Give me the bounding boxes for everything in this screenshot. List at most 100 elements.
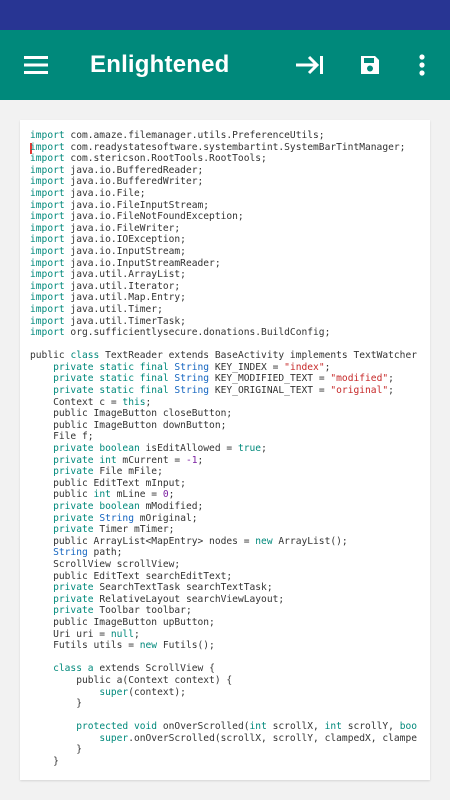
code-token: java.util.ArrayList; bbox=[64, 269, 186, 281]
code-token: class bbox=[70, 350, 100, 362]
code-line: import java.util.Map.Entry; bbox=[30, 292, 430, 304]
code-token: null bbox=[110, 628, 134, 640]
code-token: ; bbox=[168, 489, 175, 501]
hamburger-menu-icon[interactable] bbox=[14, 43, 58, 87]
code-line: private RelativeLayout searchViewLayout; bbox=[30, 594, 430, 606]
code-token: private static final bbox=[53, 361, 169, 373]
code-token: import bbox=[30, 176, 65, 188]
code-token: public ArrayList<MapEntry> nodes = bbox=[30, 535, 256, 547]
code-token: "modified" bbox=[330, 373, 389, 385]
code-line: public ArrayList<MapEntry> nodes = new A… bbox=[30, 536, 430, 548]
code-token: mCurrent = bbox=[116, 454, 186, 466]
code-token: ; bbox=[133, 628, 140, 640]
code-token: (context); bbox=[128, 686, 186, 698]
more-vert-icon[interactable] bbox=[400, 43, 444, 87]
code-token: extends ScrollView { bbox=[93, 663, 215, 675]
code-token: public ImageButton closeButton; bbox=[30, 408, 233, 420]
code-token: java.io.BufferedReader; bbox=[64, 164, 204, 176]
code-token: ; bbox=[324, 361, 331, 373]
code-line: public ImageButton closeButton; bbox=[30, 408, 430, 420]
code-line: import java.io.FileWriter; bbox=[30, 223, 430, 235]
code-line: File f; bbox=[30, 431, 430, 443]
code-line bbox=[30, 652, 430, 664]
code-line: public EditText mInput; bbox=[30, 478, 430, 490]
code-token: String bbox=[174, 385, 210, 397]
code-token: 0 bbox=[162, 489, 169, 501]
code-token: RelativeLayout searchViewLayout; bbox=[93, 593, 285, 605]
code-token: java.io.BufferedWriter; bbox=[64, 176, 204, 188]
code-token: public ImageButton downButton; bbox=[30, 419, 227, 431]
code-line: import com.readystatesoftware.systembart… bbox=[30, 142, 430, 154]
code-line: Futils utils = new Futils(); bbox=[30, 640, 430, 652]
code-line bbox=[30, 339, 430, 351]
code-content[interactable]: import com.amaze.filemanager.utils.Prefe… bbox=[30, 130, 430, 768]
code-token: import bbox=[30, 269, 65, 281]
code-line: public class TextReader extends BaseActi… bbox=[30, 350, 430, 362]
code-line: public ImageButton downButton; bbox=[30, 420, 430, 432]
text-editor[interactable]: import com.amaze.filemanager.utils.Prefe… bbox=[20, 120, 430, 780]
code-token: com.stericson.RootTools.RootTools; bbox=[64, 153, 267, 165]
code-line: import java.util.Iterator; bbox=[30, 281, 430, 293]
code-line: private int mCurrent = -1; bbox=[30, 455, 430, 467]
code-line: import java.io.InputStream; bbox=[30, 246, 430, 258]
code-token: org.sufficientlysecure.donations.BuildCo… bbox=[64, 327, 331, 339]
code-token: import bbox=[30, 292, 65, 304]
code-token: private bbox=[53, 524, 94, 536]
code-token: int bbox=[93, 489, 111, 501]
code-token: Futils(); bbox=[157, 640, 215, 652]
code-token: java.io.FileWriter; bbox=[64, 222, 181, 234]
code-token: Futils utils = bbox=[30, 640, 140, 652]
code-line: import java.io.FileNotFoundException; bbox=[30, 211, 430, 223]
code-token: java.io.File; bbox=[64, 187, 146, 199]
code-token: public a(Context context) { bbox=[30, 674, 233, 686]
code-token: String bbox=[174, 373, 210, 385]
code-token: import bbox=[30, 211, 65, 223]
code-line: import org.sufficientlysecure.donations.… bbox=[30, 327, 430, 339]
code-token: ; bbox=[197, 454, 204, 466]
code-token: Toolbar toolbar; bbox=[93, 605, 192, 617]
code-token bbox=[30, 455, 53, 466]
tab-icon[interactable] bbox=[288, 43, 332, 87]
code-token: File mFile; bbox=[93, 466, 163, 478]
code-token: java.io.InputStream; bbox=[64, 245, 186, 257]
code-line: public int mLine = 0; bbox=[30, 489, 430, 501]
code-token: java.io.FileNotFoundException; bbox=[64, 211, 244, 223]
code-token: java.util.Map.Entry; bbox=[64, 292, 186, 304]
code-token: ; bbox=[261, 443, 267, 455]
code-line: } bbox=[30, 756, 430, 768]
code-token: "original" bbox=[330, 385, 389, 397]
code-token: true bbox=[237, 443, 262, 455]
code-token: mOriginal; bbox=[133, 512, 198, 524]
code-token: private bbox=[53, 466, 94, 478]
code-token: File f; bbox=[30, 431, 94, 443]
code-line: import java.io.BufferedWriter; bbox=[30, 176, 430, 188]
code-token: super bbox=[99, 732, 129, 744]
code-token bbox=[30, 385, 53, 396]
code-token: ScrollView scrollView; bbox=[30, 558, 181, 570]
code-token: private static final bbox=[53, 373, 169, 385]
code-line: public ImageButton upButton; bbox=[30, 617, 430, 629]
code-line: public a(Context context) { bbox=[30, 675, 430, 687]
code-token: SearchTextTask searchTextTask; bbox=[93, 582, 273, 594]
code-token: private int bbox=[53, 454, 117, 466]
code-token: Context c = bbox=[30, 396, 123, 408]
code-token: new bbox=[139, 640, 158, 652]
code-token bbox=[30, 443, 53, 454]
save-icon[interactable] bbox=[348, 43, 392, 87]
code-token: private boolean bbox=[53, 443, 140, 455]
code-token: public bbox=[30, 489, 94, 501]
code-line: ScrollView scrollView; bbox=[30, 559, 430, 571]
code-token: ; bbox=[388, 373, 394, 385]
code-line: class a extends ScrollView { bbox=[30, 663, 430, 675]
code-line: private static final String KEY_MODIFIED… bbox=[30, 373, 430, 385]
code-line: private String mOriginal; bbox=[30, 513, 430, 525]
code-token: super bbox=[99, 686, 129, 698]
code-line: import java.io.File; bbox=[30, 188, 430, 200]
code-token bbox=[30, 605, 53, 616]
code-line: import java.util.TimerTask; bbox=[30, 316, 430, 328]
code-token: protected void bbox=[76, 721, 158, 733]
code-token: private bbox=[53, 605, 94, 617]
code-line: super(context); bbox=[30, 687, 430, 699]
code-line bbox=[30, 710, 430, 722]
code-token: import bbox=[30, 245, 65, 257]
